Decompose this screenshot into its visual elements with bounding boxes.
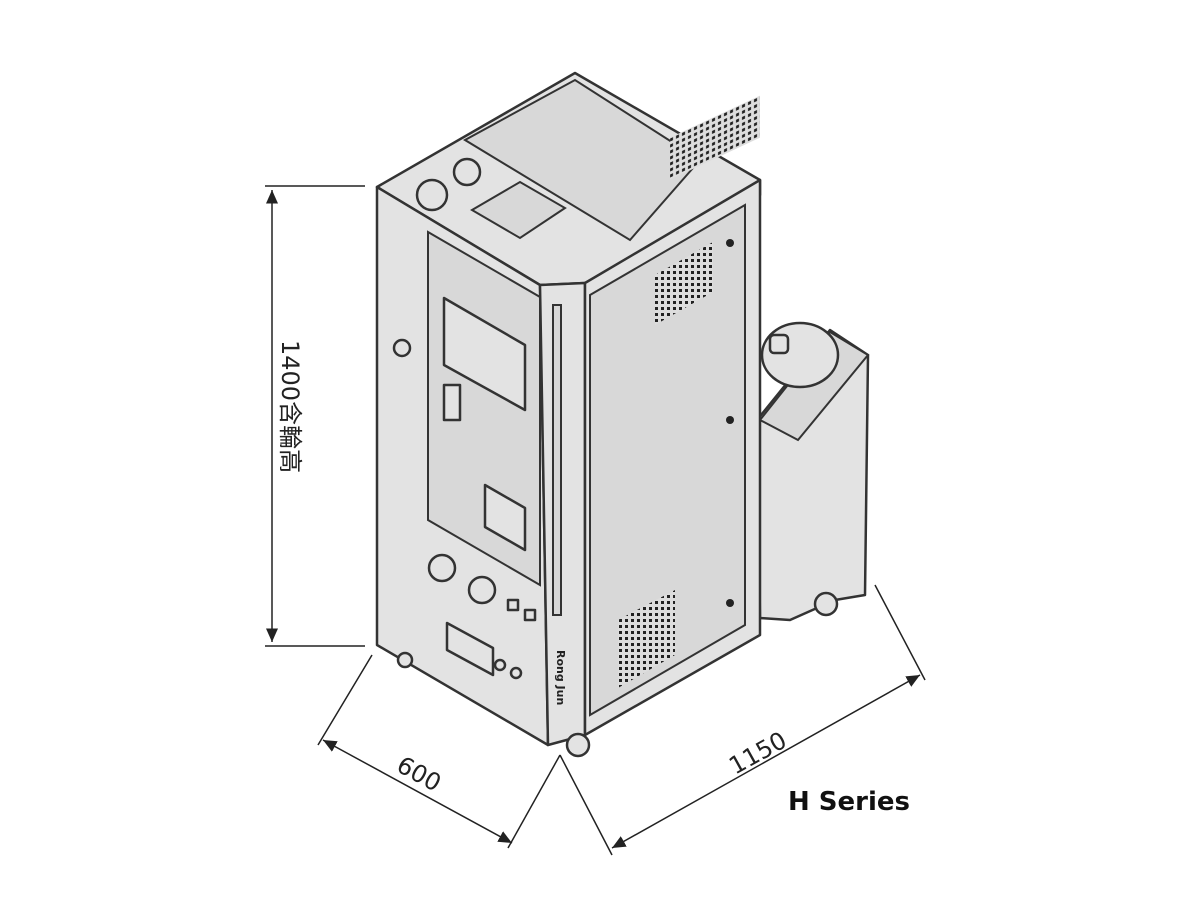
side-panel — [583, 178, 762, 737]
brand-label: Rong Jun — [554, 650, 567, 705]
height-dimension: 1400含輪高 — [265, 185, 365, 647]
series-title: H Series — [788, 787, 910, 817]
casters — [396, 651, 591, 758]
corner-strip: Rong Jun — [538, 281, 587, 747]
top-panel — [375, 71, 762, 287]
tank-unit — [755, 321, 870, 622]
depth-label: 600 — [392, 751, 446, 798]
width-label: 1150 — [724, 726, 791, 780]
front-panel — [375, 185, 550, 747]
height-label: 1400含輪高 — [276, 340, 304, 473]
